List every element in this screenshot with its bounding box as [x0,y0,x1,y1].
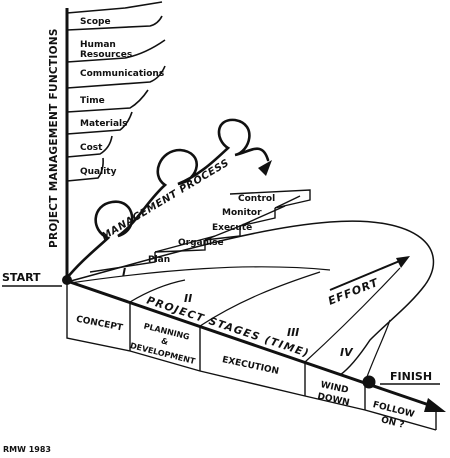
process-step-execute: Execute [212,223,252,233]
effort-arrow-line [329,259,403,291]
process-step-plan: Plan [148,255,170,265]
process-staircase [89,189,311,273]
function-materials: Materials [80,119,127,129]
process-arrowhead [258,160,272,176]
stage-numeral-3: III [287,326,299,339]
process-step-organise: Organise [178,238,224,248]
process-step-control: Control [238,194,275,204]
functions-axis-label: PROJECT MANAGEMENT FUNCTIONS [48,28,60,248]
stage-numerals: I II III IV [122,266,354,359]
stage-follow-2: ON ? [380,415,405,430]
start-label: START [2,271,41,284]
credit-text: RMW 1983 [3,445,51,454]
stage-planning-2: & [160,336,169,346]
stage-numeral-4: IV [340,346,354,359]
stage-concept: CONCEPT [75,315,124,334]
function-cost: Cost [80,143,103,153]
effort-inner-line-1 [69,266,331,284]
function-scope: Scope [80,17,111,27]
effort-arrowhead [396,256,410,268]
stage-numeral-1: I [122,266,126,279]
functions-staircase [66,1,166,182]
function-communications: Communications [80,69,164,79]
effort-envelope [66,220,435,376]
stage-follow-1: FOLLOW [372,400,416,420]
function-quality: Quality [80,167,117,177]
process-step-monitor: Monitor [222,208,262,218]
function-labels: Scope Human Resources Communications Tim… [80,17,164,177]
time-axis-line [66,279,433,408]
stage-divider-curves [129,267,401,383]
stage-execution: EXECUTION [221,355,280,377]
function-resources: Resources [80,50,132,60]
process-spiral [65,118,270,280]
finish-label: FINISH [390,370,432,383]
function-human: Human [80,40,116,50]
stage-numeral-2: II [184,292,192,305]
process-step-labels: Control Monitor Execute Organise Plan [148,194,275,265]
stage-boxes [66,281,437,431]
time-axis-arrowhead [424,398,446,412]
function-time: Time [80,96,105,106]
